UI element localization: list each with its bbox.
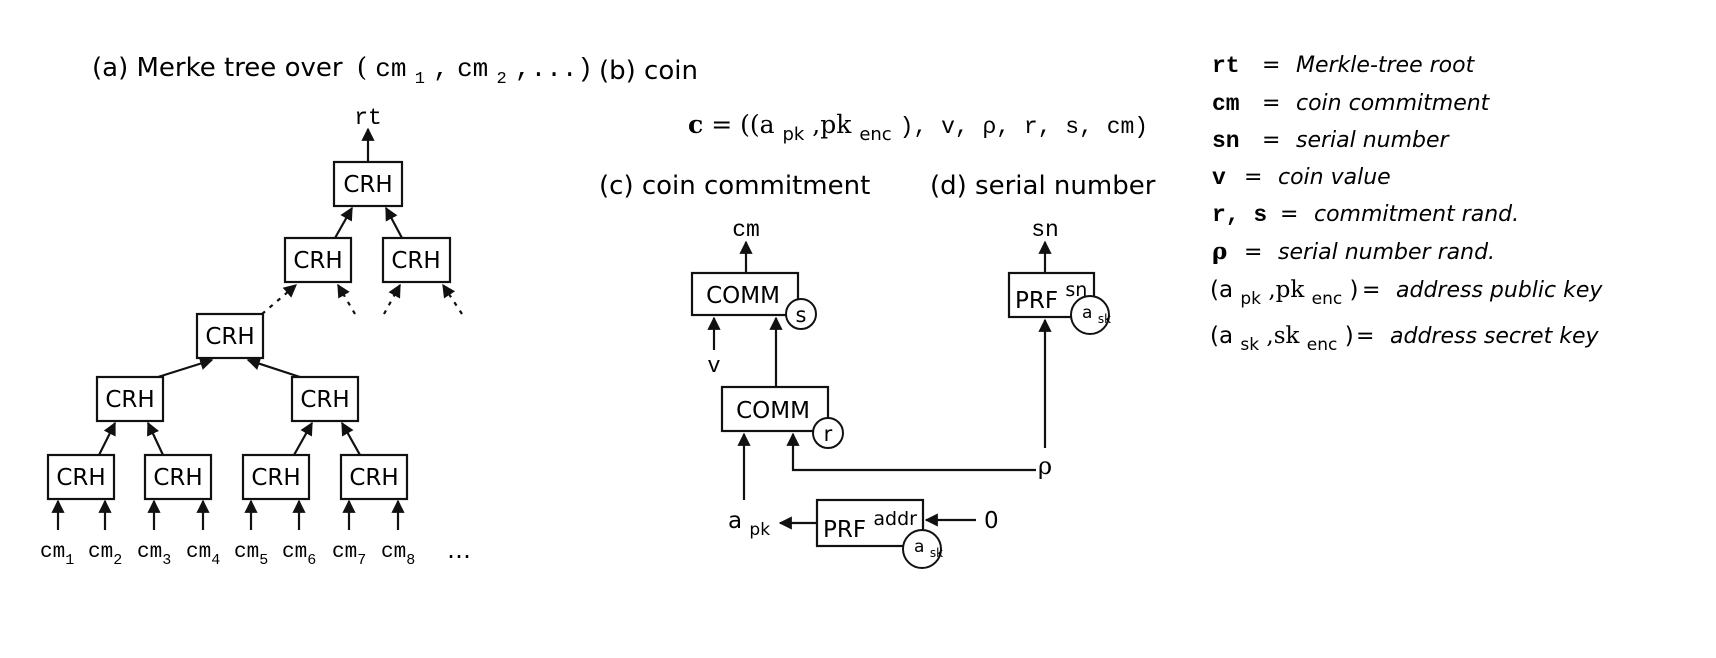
comm-inner-rand-label: r	[824, 422, 833, 446]
svg-text:sn: sn	[1212, 128, 1240, 154]
leaf-labels: cm1 cm2 cm3 cm4 cm5 cm6 cm7 cm8	[40, 541, 415, 569]
legend-row-rs: r, s = commitment rand.	[1212, 202, 1519, 228]
svg-text:(a sk ,sk: (a sk ,sk enc )	[1210, 323, 1354, 356]
leaf-label-6: cm6	[282, 541, 316, 569]
leaf-label-2: cm2	[88, 541, 122, 569]
panel-a-title: (a) Merke tree over ( cm 1 , cm 2 ,...)	[92, 53, 593, 90]
svg-text:rt: rt	[1212, 53, 1240, 79]
svg-text:coin value: coin value	[1278, 165, 1391, 190]
sn-output-label: sn	[1031, 217, 1059, 243]
svg-text:=: =	[1244, 165, 1262, 190]
legend-row-rt: rt = Merkle-tree root	[1212, 53, 1476, 79]
leaf-label-5: cm5	[234, 541, 268, 569]
v-input-label: v	[707, 354, 720, 379]
crh-node-l4-left: CRH	[95, 375, 165, 423]
leaf-label-1: cm1	[40, 541, 74, 569]
svg-text:coin commitment: coin commitment	[1296, 91, 1491, 116]
crh-node-l3: CRH	[195, 312, 265, 360]
leaf-label-4: cm4	[186, 541, 220, 569]
panel-c-title: (c) coin commitment	[599, 171, 870, 201]
svg-text:address public key: address public key	[1396, 278, 1603, 303]
cm-output-label: cm	[732, 217, 760, 243]
svg-text:=: =	[1262, 128, 1280, 153]
legend-row-rho: ρ = serial number rand.	[1212, 238, 1495, 265]
prf-sn-key-label: a sk	[1082, 303, 1111, 326]
svg-text:=: =	[1280, 202, 1298, 227]
legend-row-v: v = coin value	[1212, 165, 1391, 191]
crh-node-leaf-4: CRH	[339, 453, 409, 501]
svg-text:PRF sn: PRF sn	[1015, 279, 1087, 314]
panel-b-title: (b) coin	[599, 56, 698, 86]
panel-d-title: (d) serial number	[930, 171, 1156, 201]
rho-label: ρ	[1038, 452, 1052, 480]
leaf-label-8: cm8	[381, 541, 415, 569]
crh-node-leaf-1: CRH	[46, 453, 116, 501]
svg-text:r, s: r, s	[1212, 202, 1267, 228]
prf-addr-key-circle	[902, 529, 942, 569]
crh-node-leaf-3: CRH	[241, 453, 311, 501]
crh-node-leaf-2: CRH	[143, 453, 213, 501]
svg-text:CRH: CRH	[349, 465, 398, 491]
prf-addr-box: PRF addr a sk	[815, 498, 943, 569]
svg-text:serial number rand.: serial number rand.	[1278, 240, 1495, 265]
panel-d-serial-number: (d) serial number sn PRF sn a sk ρ	[930, 171, 1156, 480]
svg-text:COMM: COMM	[736, 398, 810, 424]
comm-box-outer: COMM s	[690, 271, 817, 330]
svg-text:CRH: CRH	[153, 465, 202, 491]
svg-text:Merkle-tree root: Merkle-tree root	[1296, 53, 1476, 78]
svg-text:cm: cm	[1212, 91, 1240, 117]
svg-text:serial number: serial number	[1296, 128, 1451, 153]
legend-row-cm: cm = coin commitment	[1212, 91, 1491, 117]
comm-inner-rand-circle	[812, 417, 844, 449]
svg-text:COMM: COMM	[706, 283, 780, 309]
legend-row-pk: (a pk ,pk enc ) = address public key	[1210, 277, 1603, 310]
svg-text:CRH: CRH	[205, 324, 254, 350]
svg-text:=: =	[1356, 324, 1374, 349]
panel-c-coin-commitment: (c) coin commitment cm COMM s v COMM r a…	[599, 171, 1036, 569]
svg-text:CRH: CRH	[300, 387, 349, 413]
panel-a-merkle-tree: (a) Merke tree over ( cm 1 , cm 2 ,...) …	[40, 53, 593, 569]
crh-node-l2-right: CRH	[381, 236, 452, 284]
svg-text:=: =	[1262, 53, 1280, 78]
coin-formula: c = ((a pk ,pk enc ), v, ρ, r, s, cm)	[688, 110, 1148, 146]
svg-text:CRH: CRH	[391, 248, 440, 274]
svg-text:=: =	[1262, 91, 1280, 116]
leaf-label-7: cm7	[332, 541, 366, 569]
svg-text:CRH: CRH	[105, 387, 154, 413]
comm-outer-rand-circle	[785, 298, 817, 330]
svg-text:CRH: CRH	[293, 248, 342, 274]
svg-text:(a pk ,pk: (a pk ,pk enc )	[1210, 277, 1359, 310]
svg-text:=: =	[1362, 278, 1380, 303]
tree-edges	[51, 206, 463, 530]
prf-sn-box: PRF sn a sk	[1007, 271, 1111, 335]
crh-node-root: CRH	[332, 160, 404, 208]
svg-text:address secret key: address secret key	[1390, 324, 1599, 349]
comm-box-inner: COMM r	[720, 385, 844, 449]
svg-text:v: v	[1212, 165, 1226, 191]
root-label: rt	[354, 105, 382, 131]
legend: rt = Merkle-tree root cm = coin commitme…	[1210, 53, 1603, 356]
prf-addr-key-label: a sk	[914, 537, 943, 560]
svg-text:CRH: CRH	[343, 172, 392, 198]
zero-input-label: 0	[984, 508, 999, 534]
svg-text:=: =	[1244, 240, 1262, 265]
apk-label: a pk	[728, 508, 770, 540]
panel-b-coin: (b) coin c = ((a pk ,pk enc ), v, ρ, r, …	[599, 56, 1148, 146]
comm-outer-rand-label: s	[796, 303, 807, 327]
crh-node-l4-right: CRH	[290, 375, 360, 423]
legend-row-sn: sn = serial number	[1212, 128, 1451, 154]
svg-text:CRH: CRH	[251, 465, 300, 491]
rho-to-comm-arrow	[786, 432, 1036, 472]
leaf-label-3: cm3	[137, 541, 171, 569]
prf-sn-key-circle	[1070, 295, 1110, 335]
svg-text:commitment rand.: commitment rand.	[1314, 202, 1519, 227]
svg-text:PRF addr: PRF addr	[823, 508, 917, 543]
svg-text:CRH: CRH	[56, 465, 105, 491]
crh-node-l2-left: CRH	[283, 236, 353, 284]
leaf-ellipsis: …	[447, 536, 471, 564]
legend-row-sk: (a sk ,sk enc ) = address secret key	[1210, 323, 1599, 356]
svg-text:ρ: ρ	[1212, 238, 1227, 265]
